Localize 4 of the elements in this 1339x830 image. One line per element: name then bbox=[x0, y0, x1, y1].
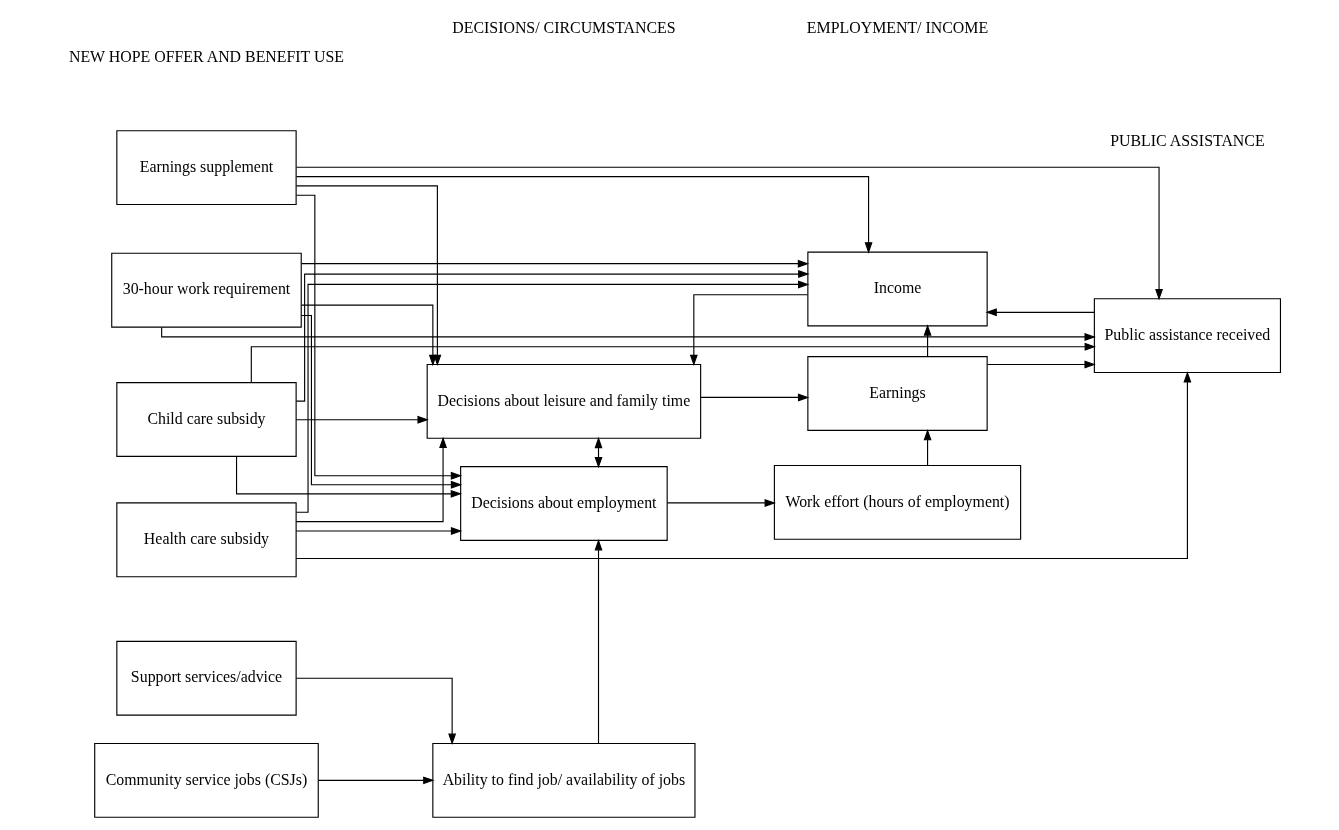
label: DECISIONS/ CIRCUMSTANCES bbox=[451, 19, 676, 37]
label: PUBLIC ASSISTANCE bbox=[1109, 131, 1265, 149]
label: EMPLOYMENT/ INCOME bbox=[806, 19, 988, 37]
label: NEW HOPE OFFER AND BENEFIT USE bbox=[68, 47, 344, 65]
